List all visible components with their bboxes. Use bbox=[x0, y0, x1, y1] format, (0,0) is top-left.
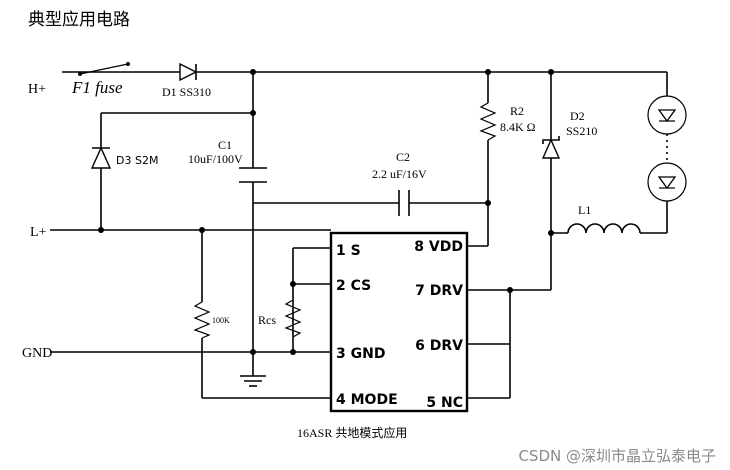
ic-pin-7: 7 DRV bbox=[415, 283, 463, 299]
c2-value: 2.2 uF/16V bbox=[372, 167, 427, 181]
rcs-wire bbox=[292, 247, 331, 352]
drv-wire bbox=[467, 289, 551, 399]
d3-label: D3 S2M bbox=[116, 154, 158, 167]
fuse-symbol bbox=[78, 62, 130, 76]
l1-label: L1 bbox=[578, 203, 591, 217]
ic-pin-4: 4 MODE bbox=[336, 392, 398, 408]
ic-pin-5: 5 NC bbox=[426, 395, 463, 411]
d1-label: D1 SS310 bbox=[162, 85, 211, 99]
terminal-gnd: GND bbox=[22, 346, 52, 361]
r2-value: 8.4K Ω bbox=[500, 120, 536, 134]
d3-diode-symbol bbox=[90, 146, 112, 169]
ic-pin-2: 2 CS bbox=[336, 278, 371, 294]
d2-name: D2 bbox=[570, 109, 585, 123]
c2-name: C2 bbox=[396, 150, 410, 164]
r2-wire bbox=[467, 72, 489, 247]
ic-body bbox=[329, 231, 469, 413]
rcs-label: Rcs bbox=[258, 313, 276, 327]
c1-capacitor-symbol bbox=[239, 167, 267, 183]
r2-resistor-symbol bbox=[479, 102, 497, 141]
ic-caption: 16ASR 共地模式应用 bbox=[297, 425, 407, 440]
junction-dots bbox=[98, 69, 554, 355]
r2-name: R2 bbox=[510, 104, 524, 118]
d1-diode-symbol bbox=[179, 62, 198, 82]
ic-pin-8: 8 VDD bbox=[414, 239, 463, 255]
l1-inductor-symbol bbox=[567, 223, 641, 234]
ic-pin-1: 1 S bbox=[336, 243, 361, 259]
watermark: CSDN @深圳市晶立弘泰电子 bbox=[518, 447, 716, 465]
led-2-symbol bbox=[647, 162, 687, 202]
c1-value: 10uF/100V bbox=[188, 152, 243, 166]
r100k-wire bbox=[201, 230, 331, 399]
terminal-h-plus: H+ bbox=[28, 82, 46, 97]
ic-pin-3: 3 GND bbox=[336, 346, 385, 362]
ic-pin-6: 6 DRV bbox=[415, 338, 463, 354]
c2-capacitor-symbol bbox=[398, 190, 410, 216]
d2-value: SS210 bbox=[566, 124, 597, 138]
fuse-label: F1 fuse bbox=[71, 78, 123, 97]
r100k-resistor-symbol bbox=[193, 301, 211, 339]
diagram-title: 典型应用电路 bbox=[28, 10, 130, 29]
terminal-l-plus: L+ bbox=[30, 225, 47, 240]
ground-symbol bbox=[240, 375, 266, 387]
led-1-symbol bbox=[647, 95, 687, 135]
d2-diode-symbol bbox=[541, 136, 561, 159]
r100k-label: 100K bbox=[212, 316, 230, 325]
rcs-resistor-symbol bbox=[284, 299, 302, 338]
d3-branch-wire bbox=[100, 112, 253, 230]
c1-name: C1 bbox=[218, 138, 232, 152]
